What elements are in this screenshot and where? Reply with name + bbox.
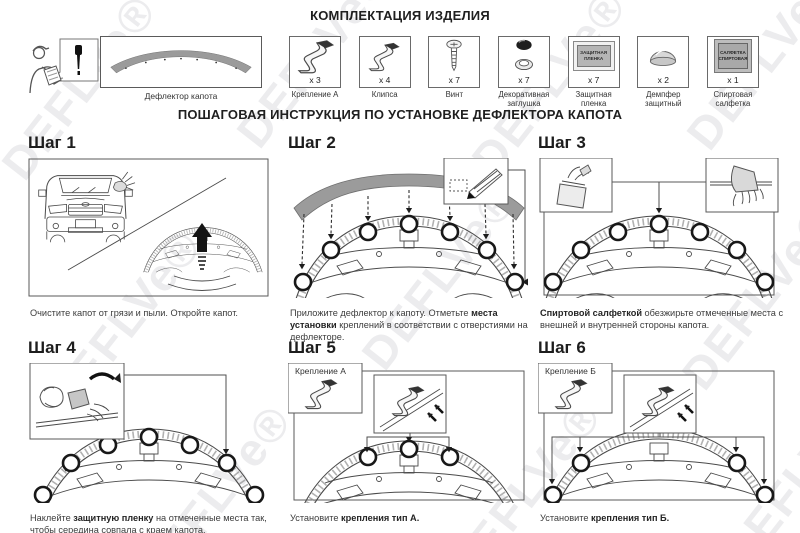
kit-part-item: САЛФЕТКА СПИРТОВАЯ x 1 Спиртовая салфетк… [706, 36, 760, 108]
caption-bold-text: крепления тип А. [341, 513, 420, 523]
reader-figure-icon [29, 38, 99, 94]
kit-section-title: КОМПЛЕКТАЦИЯ ИЗДЕЛИЯ [310, 8, 490, 23]
caption-text: на отмеченные места так, чтобы середина … [30, 513, 267, 533]
part-quantity: x 2 [657, 75, 669, 85]
step-caption: Спиртовой салфеткой обезжирьте отмеченны… [540, 307, 788, 331]
step-heading: Шаг 2 [288, 133, 336, 152]
kit-part-box: ЗАЩИТНАЯ ПЛЕНКА x 7 [567, 36, 620, 88]
caption-text: Установите [290, 513, 341, 523]
plug-icon [515, 39, 533, 71]
part-name: Спиртовая салфетка [713, 90, 753, 109]
screw-icon [446, 39, 462, 72]
instructions-title: ПОШАГОВАЯ ИНСТРУКЦИЯ ПО УСТАНОВКЕ ДЕФЛЕК… [177, 107, 623, 122]
deflector-image [110, 50, 252, 74]
step-card: Шаг 6 Крепление Б Установите крепления т… [537, 338, 788, 524]
kit-part-box: x 7 [497, 36, 550, 88]
caption-bold-text: места установки [290, 308, 498, 331]
kit-part-item: ЗАЩИТНАЯ ПЛЕНКА x 7 Защитная пленка [567, 36, 621, 108]
clip-icon [368, 42, 400, 72]
kit-part-item: x 7 Декоративная заглушка [497, 36, 551, 108]
step6-illustration: Крепление Б [537, 362, 775, 517]
step1-illustration [28, 158, 269, 297]
part-quantity: x 1 [727, 75, 739, 85]
step-caption: Приложите дефлектор к капоту. Отметьте м… [290, 307, 530, 343]
step-heading: Шаг 1 [28, 133, 76, 152]
part-quantity: x 7 [448, 75, 460, 85]
part-name: Защитная пленка [575, 90, 612, 109]
step-caption: Очистите капот от грязи и пыли. Откройте… [30, 307, 270, 319]
film-icon-text: ПЛЕНКА [584, 56, 604, 61]
wipe-icon: САЛФЕТКА СПИРТОВАЯ [713, 39, 752, 73]
film-icon: ЗАЩИТНАЯ ПЛЕНКА [572, 41, 615, 71]
step-heading: Шаг 4 [28, 338, 76, 357]
bracket-inset-label: Крепление Б [545, 366, 596, 376]
step-heading: Шаг 3 [538, 133, 586, 152]
step-card: Шаг 3 Спиртовой салфеткой обезжирьте отм… [538, 133, 788, 331]
deflector-product-item: Дефлектор капота [100, 36, 262, 101]
step-caption: Наклейте защитную пленку на отмеченные м… [30, 512, 270, 533]
step-caption: Установите крепления тип Б. [540, 512, 788, 524]
step-caption: Установите крепления тип А. [290, 512, 530, 524]
part-name: Демпфер защитный [645, 90, 682, 109]
caption-bold-text: защитную пленку [73, 513, 154, 523]
caption-text: креплений в соответствии с отверстиями н… [290, 320, 528, 343]
film-icon-text: ЗАЩИТНАЯ [580, 50, 608, 56]
wipe-icon-text: САЛФЕТКА [720, 50, 746, 56]
step-card: Шаг 4 Наклейте защитную пленку на отмече… [28, 338, 270, 533]
step4-illustration [29, 362, 265, 517]
part-name: Крепление А [291, 90, 339, 99]
part-quantity: x 7 [587, 75, 600, 85]
caption-text: Приложите дефлектор к капоту. Отметьте [290, 308, 472, 318]
step-card: Шаг 5 Крепление А Установите крепления т… [287, 338, 530, 529]
caption-text: Установите [540, 513, 591, 523]
step-card: Шаг 2 Приложите дефлектор к капоту. Отме… [288, 133, 530, 343]
parts-list: x 3 Крепление А x 4 Клипса x 7 Винт x [288, 36, 760, 108]
caption-text: Очистите капот от грязи и пыли. Откройте… [30, 308, 238, 318]
bracket-a-icon [297, 40, 335, 74]
step2-illustration [293, 157, 528, 304]
step-card: Шаг 1 Очистите капот от грязи и пыли. От… [28, 133, 270, 319]
kit-part-box: x 7 [428, 36, 481, 88]
kit-part-item: x 3 Крепление А [288, 36, 342, 108]
caption-text: обезжирьте отмеченные места с внешней и … [540, 308, 784, 331]
kit-part-box: x 4 [358, 36, 411, 88]
caption-bold-text: Спиртовой салфеткой [540, 308, 642, 318]
kit-part-item: x 7 Винт [427, 36, 481, 108]
kit-part-box: САЛФЕТКА СПИРТОВАЯ x 1 [706, 36, 759, 88]
kit-part-box: x 3 [289, 36, 341, 88]
reader-figure-icon [26, 36, 100, 99]
kit-part-item: x 2 Демпфер защитный [636, 36, 690, 108]
step3-illustration [539, 157, 779, 304]
deflector-image-box [100, 36, 262, 88]
part-name: Клипса [371, 90, 398, 99]
step-heading: Шаг 5 [288, 338, 336, 357]
bracket-inset-label: Крепление А [295, 366, 346, 376]
part-quantity: x 7 [518, 75, 530, 85]
step5-illustration: Крепление А [287, 362, 525, 529]
damper-icon [650, 49, 677, 66]
wipe-icon-text: СПИРТОВАЯ [718, 56, 748, 61]
deflector-label: Дефлектор капота [144, 91, 218, 101]
kit-part-item: x 4 Клипса [358, 36, 412, 108]
kit-part-box: x 2 [637, 36, 690, 88]
step-heading: Шаг 6 [538, 338, 586, 357]
part-name: Декоративная заглушка [498, 90, 550, 109]
caption-text: Наклейте [30, 513, 74, 523]
part-name: Винт [445, 90, 464, 99]
part-quantity: x 4 [378, 75, 391, 85]
part-quantity: x 3 [309, 75, 321, 85]
caption-bold-text: крепления тип Б. [591, 513, 670, 523]
